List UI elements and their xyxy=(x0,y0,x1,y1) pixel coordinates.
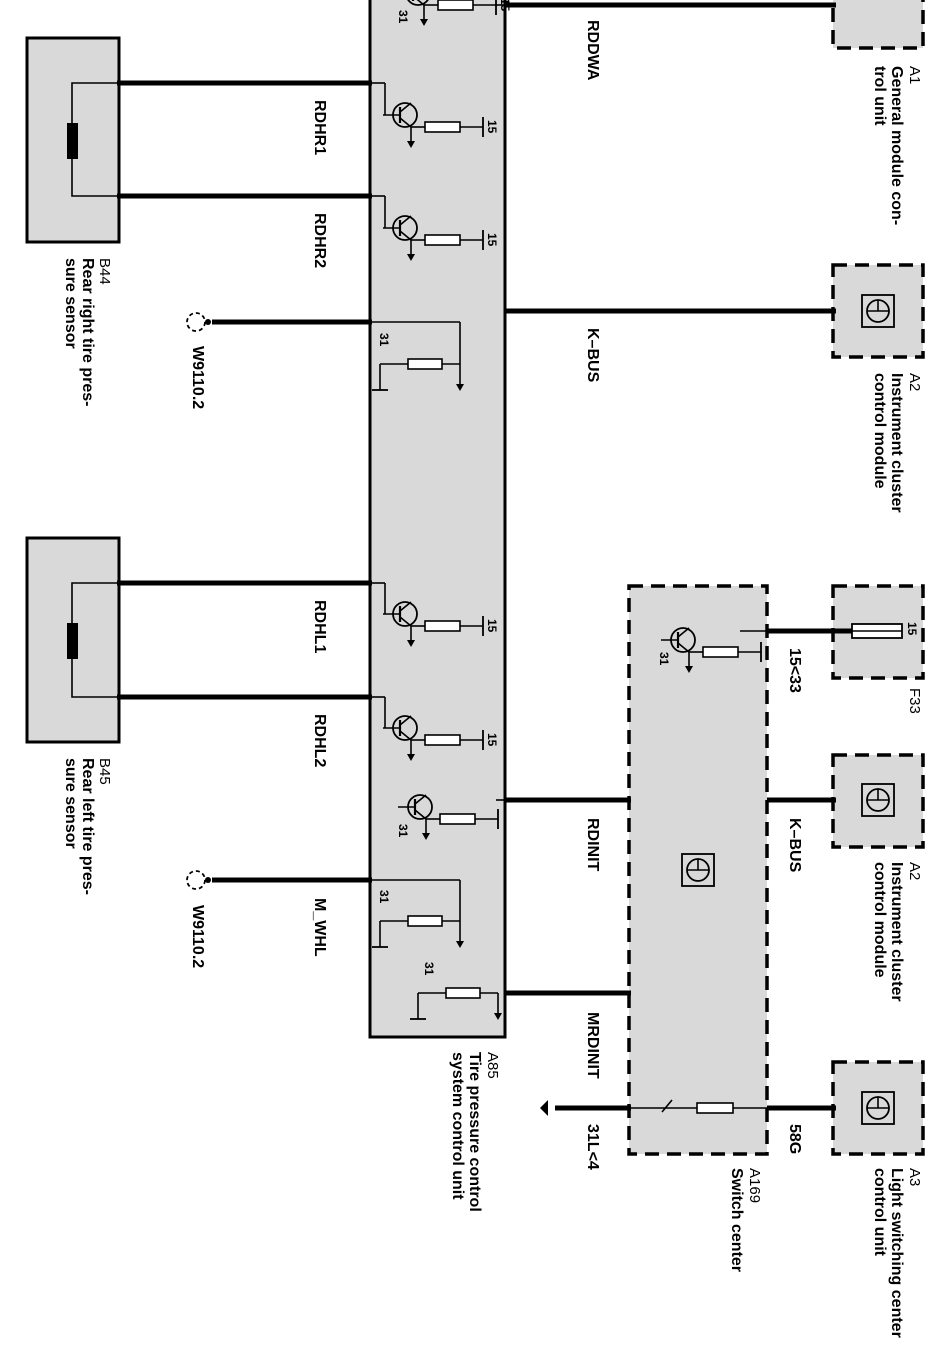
a85-name-line2: system control unit xyxy=(449,1052,466,1200)
f33-id: F33 xyxy=(906,688,923,714)
sensor-element xyxy=(67,623,78,659)
a1-name-line2: trol unit xyxy=(871,66,888,126)
wire-kbus-label: K–BUS xyxy=(786,818,803,873)
b45-name-line1: Rear left tire pres- xyxy=(79,758,96,895)
pin-31-label: 31 xyxy=(396,10,410,24)
f33-pin-label: 15 xyxy=(905,622,919,636)
a169-name: Switch center xyxy=(728,1168,745,1272)
pin-31-label: 31 xyxy=(396,824,410,838)
a85-box xyxy=(368,0,507,1039)
pin-31-label: 31 xyxy=(657,652,671,666)
a2-bottom-box xyxy=(831,753,925,849)
a1-name-line1: General module con- xyxy=(888,66,905,225)
pin-15-label: 15 xyxy=(498,0,512,12)
pin-31-label: 31 xyxy=(377,890,391,904)
wire-rddwa-label: RDDWA xyxy=(584,20,601,81)
a1-id: A1 xyxy=(906,66,923,84)
a2-id: A2 xyxy=(906,373,923,391)
b45-name-line2: sure sensor xyxy=(62,758,79,849)
a169-id: A169 xyxy=(746,1168,763,1203)
a2-name-line1: Instrument cluster xyxy=(888,862,905,1002)
pin-15-label: 15 xyxy=(485,233,499,247)
a2-id: A2 xyxy=(906,862,923,880)
pin-15-label: 15 xyxy=(485,733,499,747)
pin-15-label: 15 xyxy=(485,120,499,134)
wire-mrdinit-label: MRDINIT xyxy=(584,1012,601,1079)
ground-w9110-label: W9110.2 xyxy=(189,346,206,409)
b44-id: B44 xyxy=(96,258,113,285)
wire-kbus-label: K–BUS xyxy=(584,328,601,383)
b45-id: B45 xyxy=(96,758,113,785)
wire-58g-label: 58G xyxy=(786,1124,803,1154)
wire-rdhr1-label: RDHR1 xyxy=(311,100,328,155)
wire-rdhl2-label: RDHL2 xyxy=(311,714,328,767)
ground-w9110-label: W9110.2 xyxy=(189,905,206,968)
a3-name-line2: control unit xyxy=(871,1168,888,1257)
wire-m-whl-label: M_WHL xyxy=(311,898,328,957)
wire-rdhr2-label: RDHR2 xyxy=(311,213,328,268)
b44-name-line2: sure sensor xyxy=(62,258,79,349)
a1-box xyxy=(831,0,925,50)
a3-id: A3 xyxy=(906,1168,923,1186)
a2-name-line1: Instrument cluster xyxy=(888,373,905,513)
wire-rdinit-label: RDINIT xyxy=(584,818,601,872)
pin-15-label: 15 xyxy=(485,619,499,633)
b44-name-line1: Rear right tire pres- xyxy=(79,258,96,406)
sensor-element xyxy=(67,123,78,159)
a2-name-line2: control module xyxy=(871,373,888,489)
a3-name-line1: Light switching center xyxy=(888,1168,905,1338)
a85-id: A85 xyxy=(484,1052,501,1079)
pin-31-label: 31 xyxy=(422,962,436,976)
pin-31-label: 31 xyxy=(377,333,391,347)
wire-rdhl1-label: RDHL1 xyxy=(311,600,328,653)
wire-15-33-label: 15<33 xyxy=(786,648,803,693)
a85-name-line1: Tire pressure control xyxy=(466,1052,483,1212)
wire-31l4-label: 31L<4 xyxy=(584,1124,601,1170)
a2-name-line2: control module xyxy=(871,862,888,978)
